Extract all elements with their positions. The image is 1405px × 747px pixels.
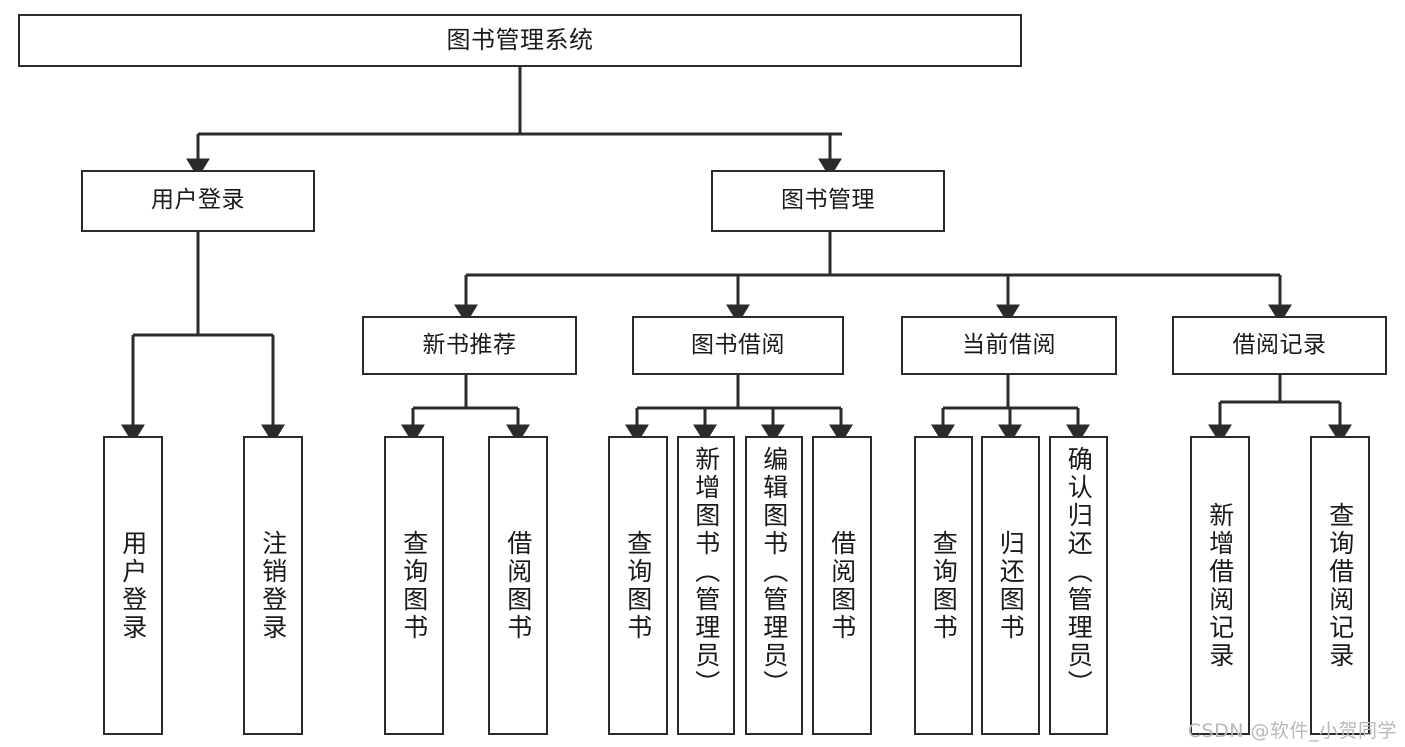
node-new-book-recommend[interactable]: 新书推荐 (362, 316, 577, 375)
node-current-borrow-label: 当前借阅 (962, 331, 1056, 358)
node-leaf-query-book-2[interactable]: 查询图书 (608, 436, 668, 735)
node-leaf-confirm-return[interactable]: 确认归还（管理员） (1049, 436, 1108, 735)
node-leaf-query-book-1[interactable]: 查询图书 (384, 436, 444, 735)
node-leaf-edit-book-label: 编辑图书（管理员） (759, 446, 789, 698)
node-leaf-borrow-book-2[interactable]: 借阅图书 (812, 436, 872, 735)
node-leaf-user-logout-label: 注销登录 (258, 529, 288, 642)
node-borrow-record[interactable]: 借阅记录 (1172, 316, 1387, 375)
node-user-login[interactable]: 用户登录 (81, 170, 315, 232)
node-root-label: 图书管理系统 (446, 26, 594, 55)
node-leaf-query-book-1-label: 查询图书 (399, 529, 429, 642)
node-leaf-query-record[interactable]: 查询借阅记录 (1310, 436, 1370, 735)
node-leaf-borrow-book-1[interactable]: 借阅图书 (488, 436, 548, 735)
node-leaf-user-logout[interactable]: 注销登录 (243, 436, 303, 735)
node-user-login-label: 用户登录 (151, 187, 245, 214)
node-new-book-recommend-label: 新书推荐 (422, 331, 517, 358)
node-leaf-return-book-label: 归还图书 (996, 529, 1026, 642)
csdn-watermark: CSDN @软件_小贺同学 (1187, 720, 1397, 742)
node-leaf-query-book-3-label: 查询图书 (929, 529, 959, 642)
node-leaf-add-record-label: 新增借阅记录 (1205, 501, 1235, 670)
node-leaf-user-login-label: 用户登录 (118, 529, 148, 642)
node-book-borrow[interactable]: 图书借阅 (632, 316, 844, 375)
node-book-manage-label: 图书管理 (781, 187, 875, 214)
node-leaf-query-book-2-label: 查询图书 (623, 529, 653, 642)
node-leaf-add-book-label: 新增图书（管理员） (691, 446, 721, 698)
node-leaf-borrow-book-1-label: 借阅图书 (503, 529, 533, 642)
node-leaf-query-book-3[interactable]: 查询图书 (914, 436, 973, 735)
node-book-borrow-label: 图书借阅 (691, 331, 785, 358)
node-borrow-record-label: 借阅记录 (1232, 331, 1327, 358)
node-leaf-add-record[interactable]: 新增借阅记录 (1190, 436, 1250, 735)
node-leaf-edit-book[interactable]: 编辑图书（管理员） (745, 436, 803, 735)
node-leaf-return-book[interactable]: 归还图书 (981, 436, 1040, 735)
node-leaf-user-login[interactable]: 用户登录 (103, 436, 163, 735)
node-leaf-confirm-return-label: 确认归还（管理员） (1064, 446, 1094, 698)
node-root[interactable]: 图书管理系统 (18, 14, 1022, 67)
node-leaf-add-book[interactable]: 新增图书（管理员） (677, 436, 735, 735)
node-book-manage[interactable]: 图书管理 (711, 170, 945, 232)
node-leaf-borrow-book-2-label: 借阅图书 (827, 529, 857, 642)
node-leaf-query-record-label: 查询借阅记录 (1325, 501, 1355, 670)
node-current-borrow[interactable]: 当前借阅 (901, 316, 1117, 375)
